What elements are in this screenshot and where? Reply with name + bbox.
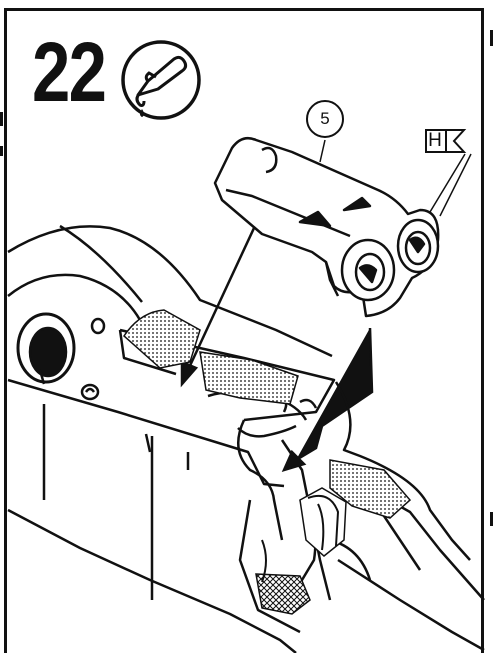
frame-top-border (4, 8, 484, 11)
part-number-label: 5 (320, 109, 330, 128)
frame-right-border (481, 8, 484, 653)
step-number: 22 (32, 25, 107, 119)
grease-tube-icon (121, 40, 201, 120)
tool-badge-icon (425, 129, 467, 153)
receiver-body (7, 224, 485, 653)
part-number-callout (306, 100, 344, 138)
margin-mark (490, 30, 493, 46)
inner-detail (261, 494, 340, 583)
tool-reference-letter: H (428, 130, 442, 151)
margin-mark (0, 112, 3, 126)
shaded-areas (123, 309, 412, 615)
part-5-bracket (213, 137, 440, 318)
assembly-arrows (180, 227, 374, 472)
margin-mark (0, 146, 3, 156)
frame-left-border (4, 8, 7, 653)
margin-mark (490, 512, 493, 526)
